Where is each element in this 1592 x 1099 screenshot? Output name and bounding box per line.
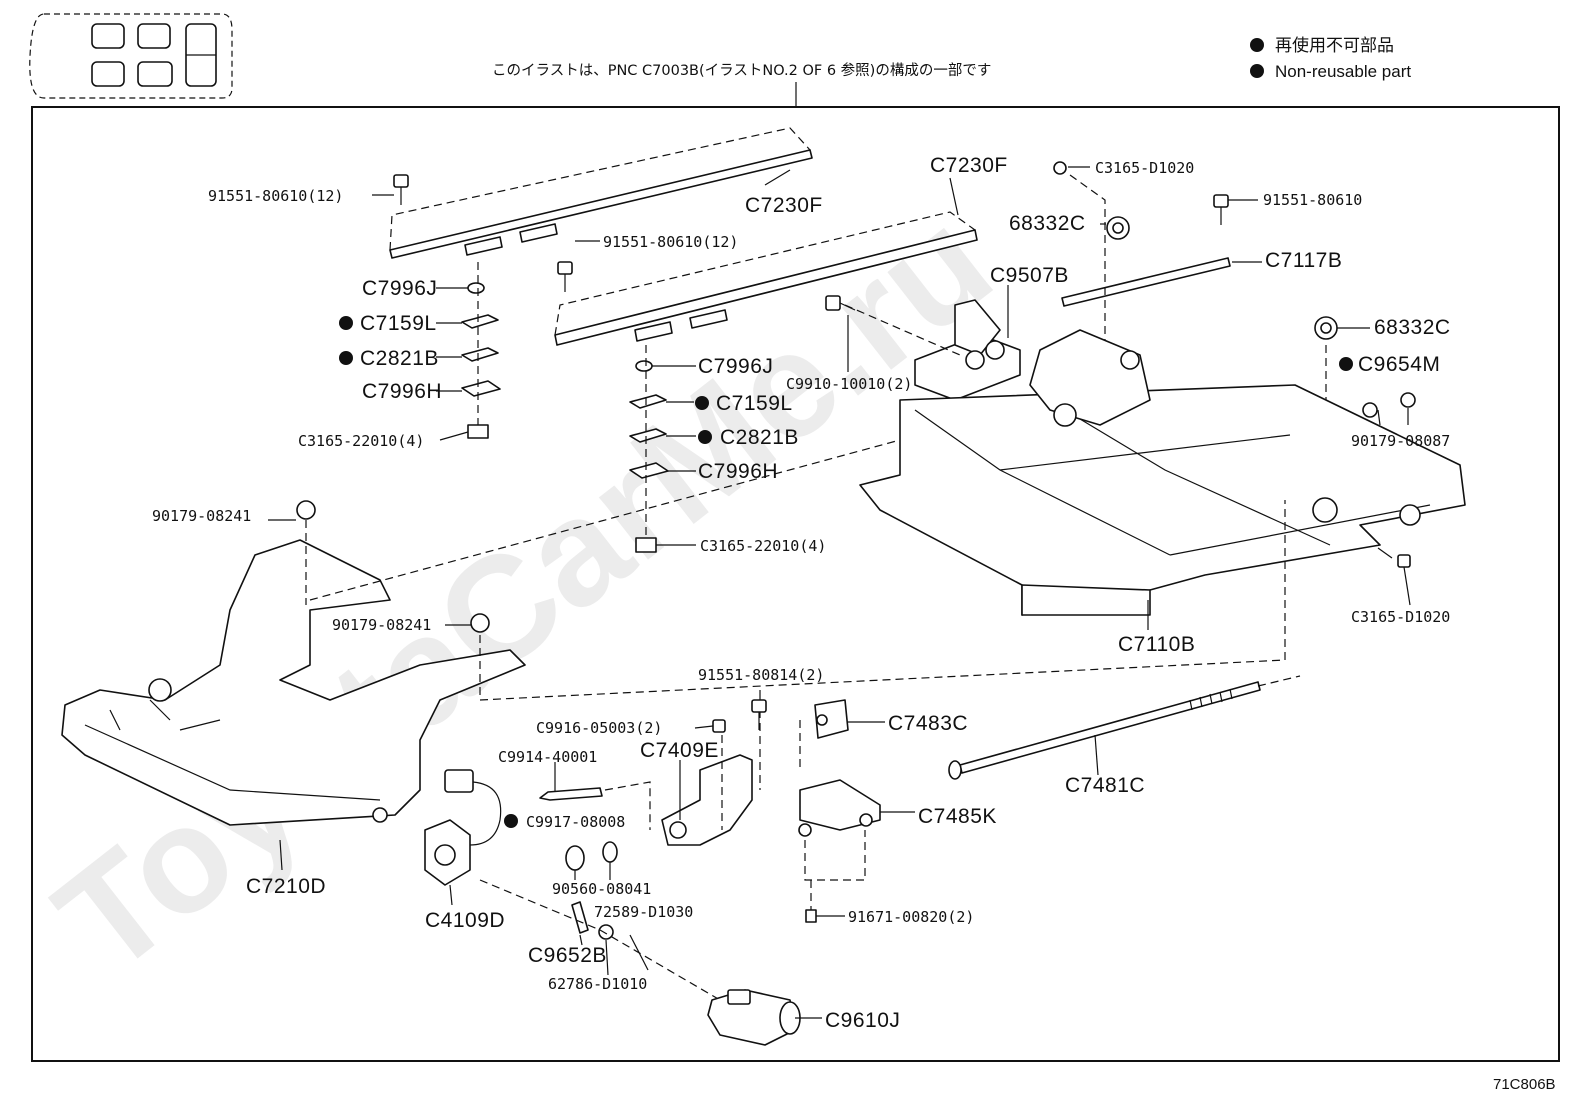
callout-c7996h-a[interactable]: C7996H xyxy=(362,380,442,403)
callout-c3165-d1020-top[interactable]: C3165-D1020 xyxy=(1095,159,1194,177)
callout-90560-08041[interactable]: 90560-08041 xyxy=(552,880,651,898)
legend: 再使用不可部品 Non-reusable part xyxy=(1250,35,1411,81)
spacer-stack-left xyxy=(461,262,501,439)
callout-90179-08087[interactable]: 90179-08087 xyxy=(1351,432,1450,450)
callout-c3165-22010-a[interactable]: C3165-22010(4) xyxy=(298,432,424,450)
callout-c9652b[interactable]: C9652B xyxy=(528,944,607,967)
watermark: ToyotaCarMe.ru xyxy=(26,177,1020,1006)
callout-c2821b-b[interactable]: C2821B xyxy=(720,426,799,449)
callout-91551-80610-12-b[interactable]: 91551-80610(12) xyxy=(603,233,738,251)
callout-c7409e[interactable]: C7409E xyxy=(640,739,719,762)
non-reusable-markers xyxy=(339,316,1353,828)
callout-c7483c[interactable]: C7483C xyxy=(888,712,968,735)
callout-68332c-b[interactable]: 68332C xyxy=(1374,316,1451,339)
leader-lines xyxy=(268,166,1411,1019)
callout-c7230f-b[interactable]: C7230F xyxy=(930,154,1008,177)
seat-track-rail-lower xyxy=(554,211,978,346)
callout-90179-08241-b[interactable]: 90179-08241 xyxy=(332,616,431,634)
callout-91551-80610-12-a[interactable]: 91551-80610(12) xyxy=(208,187,343,205)
support-bar xyxy=(1061,257,1231,307)
spacer-stack-middle xyxy=(629,345,669,553)
callout-c4109d[interactable]: C4109D xyxy=(425,909,505,932)
seat-track-rail-upper xyxy=(389,127,813,259)
illustration-note: このイラストは、PNC C7003B(イラストNO.2 OF 6 参照)の構成の… xyxy=(492,62,991,79)
callout-72589-d1030[interactable]: 72589-D1030 xyxy=(594,903,693,921)
callout-c7117b[interactable]: C7117B xyxy=(1265,249,1342,272)
legend-jp-label: 再使用不可部品 xyxy=(1275,35,1394,55)
callout-c7481c[interactable]: C7481C xyxy=(1065,774,1145,797)
callout-c7996j-a[interactable]: C7996J xyxy=(362,277,437,300)
callout-c7159l-b[interactable]: C7159L xyxy=(716,392,793,415)
callout-91551-80814[interactable]: 91551-80814(2) xyxy=(698,666,824,684)
nut-icon xyxy=(1362,392,1416,568)
callout-c9917-08008[interactable]: C9917-08008 xyxy=(526,813,625,831)
seat-position-icon xyxy=(29,13,233,99)
callout-62786-d1010[interactable]: 62786-D1010 xyxy=(548,975,647,993)
latch-bracket xyxy=(825,295,1021,401)
callout-91551-80610[interactable]: 91551-80610 xyxy=(1263,191,1362,209)
callout-c9610j[interactable]: C9610J xyxy=(825,1009,900,1032)
callout-c9916-05003[interactable]: C9916-05003(2) xyxy=(536,719,662,737)
seat-base-frame xyxy=(859,329,1466,616)
diagram-frame xyxy=(31,106,1560,1062)
lower-seat-frame xyxy=(61,439,1286,826)
screw-shaft xyxy=(948,675,1301,780)
seat-motor xyxy=(707,989,801,1046)
callout-c3165-d1020-right[interactable]: C3165-D1020 xyxy=(1351,608,1450,626)
pin-parts xyxy=(479,879,721,1001)
callout-90179-08241-a[interactable]: 90179-08241 xyxy=(152,507,251,525)
bolt-icon xyxy=(393,174,1229,292)
callout-c9654m[interactable]: C9654M xyxy=(1358,353,1440,376)
legend-en-label: Non-reusable part xyxy=(1275,62,1411,81)
callout-c2821b-a[interactable]: C2821B xyxy=(360,347,439,370)
callout-c9507b[interactable]: C9507B xyxy=(990,264,1069,287)
callout-c7996j-b[interactable]: C7996J xyxy=(698,355,773,378)
callout-68332c-a[interactable]: 68332C xyxy=(1009,212,1086,235)
callout-c7996h-b[interactable]: C7996H xyxy=(698,460,778,483)
callout-c9910-10010[interactable]: C9910-10010(2) xyxy=(786,375,912,393)
callout-labels: 91551-80610(12) 91551-80610(12) C7230F C… xyxy=(152,154,1451,1032)
callout-c7210d[interactable]: C7210D xyxy=(246,875,326,898)
position-sensor xyxy=(424,769,502,886)
callout-c7110b[interactable]: C7110B xyxy=(1118,633,1195,656)
callout-c7230f-a[interactable]: C7230F xyxy=(745,194,823,217)
callout-c7159l-a[interactable]: C7159L xyxy=(360,312,437,335)
callout-c9914-40001[interactable]: C9914-40001 xyxy=(498,748,597,766)
callout-c7485k[interactable]: C7485K xyxy=(918,805,997,828)
illustration-code: 71C806B xyxy=(1493,1076,1556,1093)
gear-housing xyxy=(798,699,881,923)
bolt-and-washer xyxy=(539,781,651,871)
callout-c3165-22010-b[interactable]: C3165-22010(4) xyxy=(700,537,826,555)
bushing-icon xyxy=(1053,161,1338,500)
motor-bracket xyxy=(661,699,767,846)
callout-91671-00820[interactable]: 91671-00820(2) xyxy=(848,908,974,926)
